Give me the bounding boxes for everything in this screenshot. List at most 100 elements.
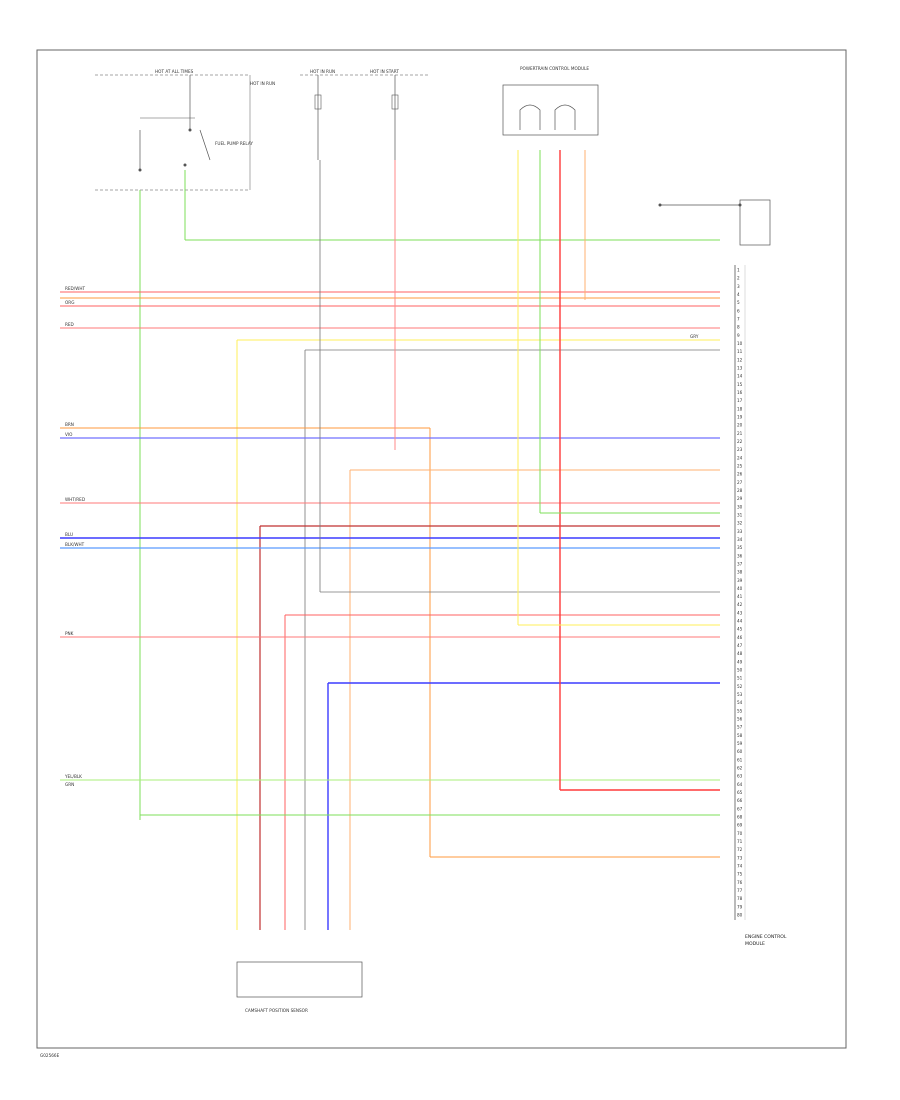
pin-number: 68 bbox=[737, 815, 743, 820]
pin-number: 72 bbox=[737, 847, 743, 852]
wire-label-1: RED/WHT bbox=[65, 286, 85, 291]
pin-number: 17 bbox=[737, 398, 743, 403]
pin-number: 20 bbox=[737, 423, 743, 428]
pin-number: 6 bbox=[737, 308, 740, 313]
wire-label-11: GRN bbox=[65, 782, 74, 787]
pin-number: 16 bbox=[737, 390, 743, 395]
pin-number: 40 bbox=[737, 586, 743, 591]
wire-labels: RED/WHT ORG RED BRN VIO WHT/RED BLU BLK/… bbox=[64, 286, 699, 787]
pin-number: 15 bbox=[737, 382, 743, 387]
wire-label-8: BLK/WHT bbox=[65, 542, 85, 547]
pin-number: 74 bbox=[737, 864, 743, 869]
pin-number: 51 bbox=[737, 676, 743, 681]
pin-number: 14 bbox=[737, 374, 743, 379]
pin-number: 8 bbox=[737, 325, 740, 330]
pin-number: 47 bbox=[737, 643, 743, 648]
pin-number: 66 bbox=[737, 798, 743, 803]
pin-number: 64 bbox=[737, 782, 743, 787]
pin-numbers: 1234567891011121314151617181920212223242… bbox=[737, 268, 743, 918]
pin-number: 4 bbox=[737, 292, 740, 297]
wire-label-3: RED bbox=[65, 322, 74, 327]
pin-number: 23 bbox=[737, 447, 743, 452]
pcm-label-line1: ENGINE CONTROL bbox=[745, 934, 787, 940]
pin-number: 57 bbox=[737, 725, 743, 730]
pin-number: 7 bbox=[737, 316, 740, 321]
pin-number: 44 bbox=[737, 619, 743, 624]
pin-number: 71 bbox=[737, 839, 743, 844]
pin-number: 69 bbox=[737, 823, 743, 828]
pin-number: 73 bbox=[737, 855, 743, 860]
pin-number: 32 bbox=[737, 521, 743, 526]
pin-number: 79 bbox=[737, 904, 743, 909]
pin-number: 78 bbox=[737, 896, 743, 901]
pin-number: 55 bbox=[737, 708, 743, 713]
pin-number: 43 bbox=[737, 610, 743, 615]
pin-number: 9 bbox=[737, 333, 740, 338]
pin-number: 50 bbox=[737, 668, 743, 673]
pin-number: 19 bbox=[737, 414, 743, 419]
pin-number: 80 bbox=[737, 913, 743, 918]
pin-number: 60 bbox=[737, 749, 743, 754]
wire-label-10: YEL/BLK bbox=[64, 774, 82, 779]
pcm-connector: ENGINE CONTROL MODULE bbox=[734, 265, 787, 947]
pin-number: 25 bbox=[737, 463, 743, 468]
footer-code: G02566E bbox=[40, 1053, 60, 1058]
pin-number: 37 bbox=[737, 561, 743, 566]
pin-number: 48 bbox=[737, 651, 743, 656]
pin-number: 46 bbox=[737, 635, 743, 640]
pin-number: 61 bbox=[737, 757, 743, 762]
wire-label-5: VIO bbox=[65, 432, 73, 437]
pin-number: 3 bbox=[737, 284, 740, 289]
pcm-label-line2: MODULE bbox=[745, 941, 765, 947]
pin-number: 58 bbox=[737, 733, 743, 738]
pin-number: 45 bbox=[737, 627, 743, 632]
pin-number: 39 bbox=[737, 578, 743, 583]
wire-label-9: PNK bbox=[65, 631, 74, 636]
pin-number: 36 bbox=[737, 553, 743, 558]
pin-number: 35 bbox=[737, 545, 743, 550]
pin-number: 59 bbox=[737, 741, 743, 746]
pin-number: 56 bbox=[737, 717, 743, 722]
wires bbox=[60, 150, 720, 930]
pin-number: 10 bbox=[737, 341, 743, 346]
pin-number: 24 bbox=[737, 455, 743, 460]
pin-number: 54 bbox=[737, 700, 743, 705]
pin-number: 21 bbox=[737, 431, 743, 436]
fuse-box-run-label: HOT IN RUN bbox=[250, 81, 275, 86]
pin-number: 31 bbox=[737, 512, 743, 517]
pin-number: 70 bbox=[737, 831, 743, 836]
pin-number: 75 bbox=[737, 872, 743, 877]
wire-label-12: GRY bbox=[690, 334, 699, 339]
relay-label: FUEL PUMP RELAY bbox=[215, 141, 253, 146]
pin-number: 12 bbox=[737, 357, 743, 362]
pin-number: 22 bbox=[737, 439, 743, 444]
fuse-box-hot-label: HOT AT ALL TIMES bbox=[155, 69, 194, 74]
pin-number: 11 bbox=[737, 349, 743, 354]
pin-number: 53 bbox=[737, 692, 743, 697]
pin-number: 41 bbox=[737, 594, 743, 599]
pin-number: 34 bbox=[737, 537, 743, 542]
pin-number: 77 bbox=[737, 888, 743, 893]
pin-number: 42 bbox=[737, 602, 743, 607]
pin-number: 28 bbox=[737, 488, 743, 493]
wire-label-6: WHT/RED bbox=[65, 497, 85, 502]
pin-number: 27 bbox=[737, 480, 743, 485]
pin-number: 13 bbox=[737, 365, 743, 370]
pin-number: 26 bbox=[737, 472, 743, 477]
wire-label-4: BRN bbox=[65, 422, 74, 427]
top-connector-name: POWERTRAIN CONTROL MODULE bbox=[520, 66, 589, 71]
pin-number: 33 bbox=[737, 529, 743, 534]
bottom-component-name: CAMSHAFT POSITION SENSOR bbox=[245, 1008, 308, 1013]
pin-number: 65 bbox=[737, 790, 743, 795]
top-connector: POWERTRAIN CONTROL MODULE bbox=[502, 66, 599, 136]
pin-number: 5 bbox=[737, 300, 740, 305]
wire-label-2: ORG bbox=[65, 300, 74, 305]
pin-number: 63 bbox=[737, 774, 743, 779]
fuses: HOT IN RUN HOT IN START bbox=[300, 69, 430, 160]
fuse-hot-label-2: HOT IN START bbox=[370, 69, 399, 74]
diagram-frame bbox=[36, 49, 847, 1049]
fuse-relay-box: HOT AT ALL TIMES HOT IN RUN FUEL PUMP RE… bbox=[95, 69, 275, 820]
wire-label-7: BLU bbox=[65, 532, 73, 537]
fuse-hot-label: HOT IN RUN bbox=[310, 69, 335, 74]
